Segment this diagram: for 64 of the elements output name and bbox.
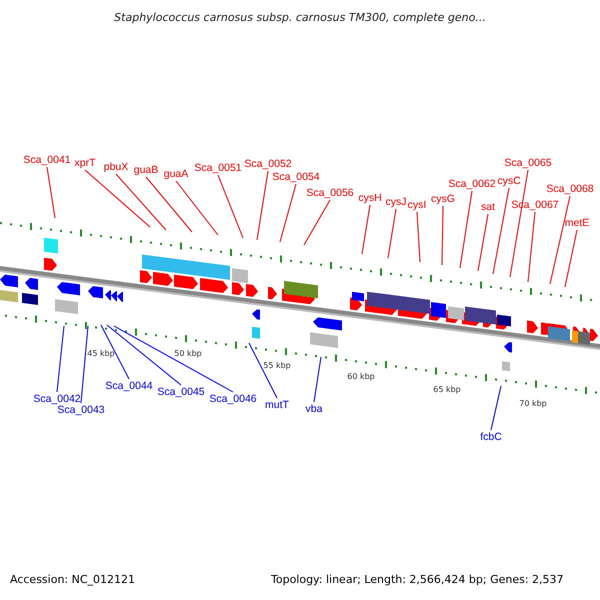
gene-label: mutT — [265, 399, 289, 411]
gene-label: Sca_0044 — [105, 380, 153, 392]
gene-label: cysC — [497, 175, 521, 187]
genome-summary-text: Topology: linear; Length: 2,566,424 bp; Genes: 2,537 — [271, 574, 564, 586]
scale-label: 45 kbp — [87, 348, 115, 360]
gene-label: Sca_0056 — [306, 187, 354, 199]
gene-label: Sca_0051 — [194, 162, 242, 174]
gene-label: fcbC — [480, 431, 502, 443]
gene-label: Sca_0065 — [504, 157, 552, 169]
leader-line — [492, 188, 510, 274]
gene-label: Sca_0041 — [23, 154, 71, 166]
leader-line — [100, 324, 130, 380]
leader-line — [442, 206, 444, 266]
gene-label: cysH — [358, 192, 382, 204]
gene-label: Sca_0043 — [57, 404, 105, 416]
leader-line — [490, 386, 502, 430]
scale-label: 65 kbp — [433, 384, 461, 396]
gene-label: pbuX — [104, 161, 128, 173]
gene-label: Sca_0052 — [244, 158, 292, 170]
leader-line — [248, 342, 278, 398]
leader-line — [176, 180, 218, 236]
leader-line — [314, 356, 322, 402]
leader-line — [550, 196, 570, 284]
leader-line — [56, 326, 64, 392]
gene-label: Sca_0054 — [272, 171, 320, 183]
gene-label: Sca_0062 — [448, 178, 496, 190]
leader-line — [528, 212, 536, 282]
gene-label: vba — [306, 403, 322, 415]
gene-label: xprT — [74, 157, 96, 169]
scale-label: 60 kbp — [347, 371, 375, 383]
leader-line — [46, 166, 56, 218]
leader-line — [416, 212, 420, 262]
gene-label: Sca_0045 — [157, 386, 205, 398]
gene-label: guaB — [134, 164, 158, 176]
gene-label: metE — [564, 217, 590, 229]
leader-line — [460, 190, 472, 268]
leader-line — [280, 184, 296, 242]
gene-label: Sca_0046 — [209, 393, 257, 405]
leader-line — [304, 200, 330, 246]
leader-line — [362, 204, 370, 254]
scale-label: 55 kbp — [263, 360, 291, 372]
leader-line — [84, 170, 150, 228]
accession-text: Accession: NC_012121 — [10, 574, 136, 586]
scale-label: 50 kbp — [174, 348, 202, 360]
leader-line — [114, 326, 234, 392]
leader-line — [146, 176, 192, 232]
leader-line — [388, 208, 396, 258]
gene-label: Sca_0042 — [33, 393, 81, 405]
leader-line — [116, 174, 166, 230]
scale-label: 70 kbp — [519, 398, 547, 410]
gene-label: Sca_0068 — [546, 183, 594, 195]
leader-line — [564, 230, 578, 288]
gene-label: cysG — [431, 193, 455, 205]
title: Staphylococcus carnosus subsp. carnosus TM300, complete geno... — [114, 12, 486, 24]
leader-line — [80, 326, 88, 404]
gene-label: guaA — [164, 168, 188, 180]
gene-label: cysI — [408, 199, 426, 211]
leader-line — [106, 324, 182, 386]
leader-line — [510, 170, 528, 278]
gene-label: cysJ — [386, 196, 406, 208]
leader-line — [478, 214, 488, 272]
gene-label: sat — [481, 201, 495, 213]
leader-line — [218, 174, 244, 238]
leader-line — [256, 170, 268, 240]
